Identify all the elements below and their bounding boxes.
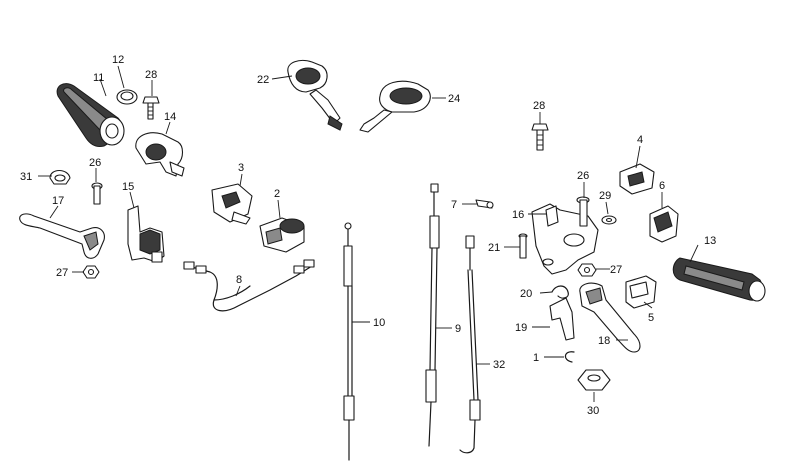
- callout-32: 32: [493, 359, 505, 371]
- callout-9: 9: [455, 323, 461, 335]
- cable-10-part: [343, 222, 355, 461]
- bolt-left-part: [142, 96, 160, 120]
- callout-21: 21: [488, 242, 500, 254]
- pivot-bolt-left-part: [91, 182, 103, 205]
- callout-30: 30: [587, 405, 599, 417]
- callout-15: 15: [122, 181, 134, 193]
- switch-block-part: [625, 275, 657, 309]
- callout-24: 24: [448, 93, 460, 105]
- callout-28-right: 28: [533, 100, 545, 112]
- mirror-left-part: [287, 59, 343, 131]
- callout-1: 1: [533, 352, 539, 364]
- callout-19: 19: [515, 322, 527, 334]
- callout-5: 5: [648, 312, 654, 324]
- switch-right-lower-part: [649, 205, 679, 243]
- bracket-part: [549, 297, 575, 341]
- bar-end-housing-part: [135, 132, 185, 177]
- callout-2: 2: [274, 188, 280, 200]
- callout-27-right: 27: [610, 264, 622, 276]
- nut-right-part: [577, 263, 597, 277]
- leader-lines: [38, 65, 699, 402]
- callout-labels: 11 12 28 14 31 26 15 17 27 3 2 8 22 24 1…: [20, 54, 716, 417]
- callout-6: 6: [659, 180, 665, 192]
- callout-10: 10: [373, 317, 385, 329]
- bolt-right-part: [531, 123, 549, 151]
- left-grip-part: [56, 83, 125, 147]
- cable-9-part: [425, 183, 440, 447]
- pivot-pin-part: [518, 233, 528, 259]
- grip-clamp-part: [116, 89, 138, 105]
- clutch-lever-part: [19, 213, 105, 259]
- callout-14: 14: [164, 111, 176, 123]
- callout-27-left: 27: [56, 267, 68, 279]
- callout-29: 29: [599, 190, 611, 202]
- callout-3: 3: [238, 162, 244, 174]
- callout-11: 11: [93, 72, 104, 84]
- switch-right-upper-part: [619, 163, 655, 195]
- wire-harness-part: [183, 259, 315, 312]
- pin-part: [475, 199, 494, 209]
- callout-26-left: 26: [89, 157, 101, 169]
- callout-16: 16: [512, 209, 524, 221]
- callout-4: 4: [637, 134, 643, 146]
- callout-13: 13: [704, 235, 716, 247]
- callout-22: 22: [257, 74, 269, 86]
- cable-32-part: [459, 235, 481, 454]
- callout-18: 18: [598, 335, 610, 347]
- callout-28-left: 28: [145, 69, 157, 81]
- small-clamp-part: [49, 169, 71, 185]
- retaining-clip-part: [564, 351, 575, 363]
- spring-clip-part: [551, 285, 569, 299]
- callout-17: 17: [52, 195, 64, 207]
- large-nut-part: [577, 369, 611, 391]
- callout-12: 12: [112, 54, 124, 66]
- callout-8: 8: [236, 274, 242, 286]
- switch-housing-lower-part: [259, 217, 305, 253]
- mirror-right-part: [359, 80, 431, 133]
- callout-7: 7: [451, 199, 457, 211]
- callout-20: 20: [520, 288, 532, 300]
- pivot-bolt-right-part: [576, 196, 590, 227]
- callout-26-right: 26: [577, 170, 589, 182]
- clutch-perch-part: [127, 205, 165, 263]
- nut-left-part: [82, 265, 100, 279]
- right-grip-part: [672, 257, 766, 302]
- washer-part: [601, 215, 617, 225]
- brake-lever-part: [579, 282, 641, 353]
- callout-31: 31: [20, 171, 32, 183]
- switch-housing-upper-part: [211, 183, 253, 225]
